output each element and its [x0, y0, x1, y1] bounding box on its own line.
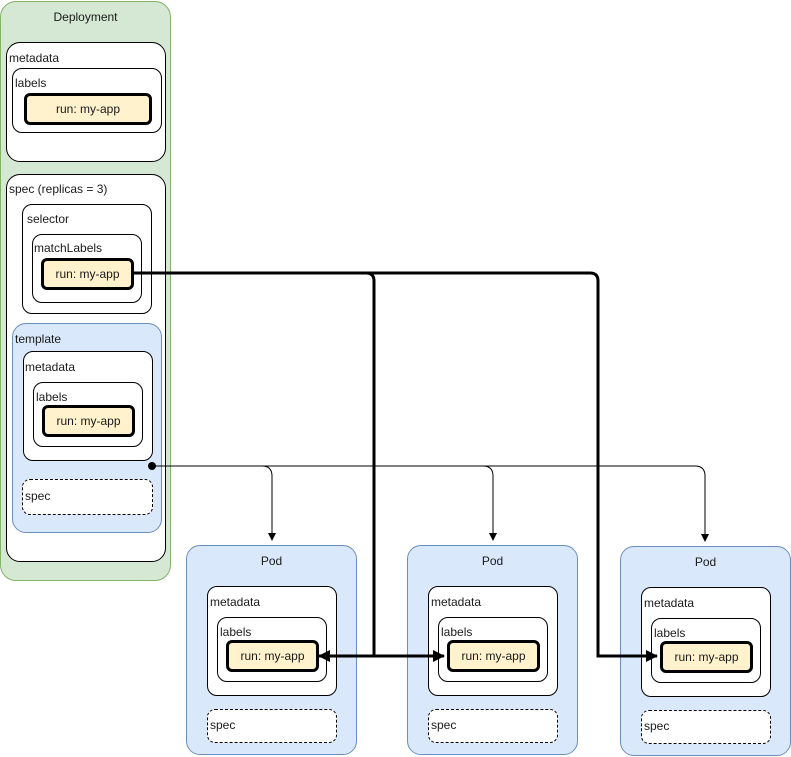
- pod-spec-title: spec: [431, 718, 457, 732]
- pod-metadata-title: metadata: [210, 595, 261, 609]
- pod-title: Pod: [694, 555, 717, 569]
- pod-metadata-title: metadata: [431, 595, 482, 609]
- deployment-spec-box: spec (replicas = 3) selector matchLabels…: [6, 174, 166, 562]
- pod-spec-box: spec: [428, 709, 558, 743]
- deployment-labels-title: labels: [15, 76, 47, 90]
- template-labels-title: labels: [36, 390, 68, 404]
- template-spec-box: spec: [22, 479, 153, 515]
- pod-labels-title: labels: [441, 625, 473, 639]
- selector-title: selector: [27, 212, 70, 226]
- matchlabels-title: matchLabels: [34, 241, 103, 255]
- pod-metadata-box: metadata labels run: my-app: [428, 586, 558, 696]
- pod-metadata-title: metadata: [644, 596, 695, 610]
- pod-metadata-box: metadata labels run: my-app: [207, 586, 337, 696]
- pod-label-run: run: my-app: [226, 640, 319, 672]
- pod-labels-box: labels run: my-app: [438, 617, 548, 682]
- pod-label-value: run: my-app: [240, 649, 305, 663]
- template-spec-title: spec: [25, 489, 51, 503]
- pod-labels-box: labels run: my-app: [217, 617, 327, 682]
- deployment-label-value: run: my-app: [55, 102, 121, 116]
- pod-box: Pod metadata labels run: my-app spec: [407, 545, 578, 755]
- template-to-pods-connectors: [148, 462, 709, 542]
- pod-spec-box: spec: [641, 710, 771, 744]
- template-title: template: [15, 332, 62, 346]
- matchlabels-label-run: run: my-app: [41, 258, 134, 290]
- template-label-value: run: my-app: [56, 414, 121, 428]
- pod-box: Pod metadata labels run: my-app spec: [620, 546, 791, 756]
- matchlabels-box: matchLabels run: my-app: [32, 234, 142, 303]
- pod-label-run: run: my-app: [447, 640, 540, 672]
- pod-metadata-box: metadata labels run: my-app: [641, 587, 771, 697]
- pod-title: Pod: [481, 554, 504, 568]
- deployment-title: Deployment: [53, 10, 118, 24]
- pod-label-value: run: my-app: [461, 649, 526, 663]
- pod-label-value: run: my-app: [674, 650, 739, 664]
- template-label-run: run: my-app: [42, 405, 135, 437]
- deployment-box: Deployment metadata labels run: my-app s…: [0, 1, 171, 581]
- pod-labels-box: labels run: my-app: [651, 618, 761, 683]
- deployment-metadata-box: metadata labels run: my-app: [6, 42, 166, 162]
- pod-spec-box: spec: [207, 709, 337, 743]
- template-box: template metadata labels run: my-app spe…: [12, 323, 162, 533]
- selector-box: selector matchLabels run: my-app: [22, 204, 152, 314]
- deployment-spec-title: spec (replicas = 3): [9, 182, 108, 196]
- deployment-label-run: run: my-app: [24, 93, 152, 125]
- template-to-pod-3-connector: [152, 465, 709, 542]
- matchlabels-label-value: run: my-app: [55, 267, 120, 281]
- template-to-pod-2-connector: [152, 465, 497, 541]
- pod-spec-title: spec: [644, 719, 670, 733]
- template-metadata-title: metadata: [25, 360, 76, 374]
- pod-label-run: run: my-app: [660, 641, 753, 673]
- deployment-metadata-title: metadata: [9, 51, 60, 65]
- pod-labels-title: labels: [654, 626, 686, 640]
- template-labels-box: labels run: my-app: [33, 382, 143, 447]
- template-metadata-box: metadata labels run: my-app: [23, 351, 153, 461]
- pod-labels-title: labels: [220, 625, 252, 639]
- pod-box: Pod metadata labels run: my-app spec: [186, 545, 357, 755]
- pod-title: Pod: [260, 554, 283, 568]
- pod-spec-title: spec: [210, 718, 236, 732]
- deployment-labels-box: labels run: my-app: [12, 68, 162, 133]
